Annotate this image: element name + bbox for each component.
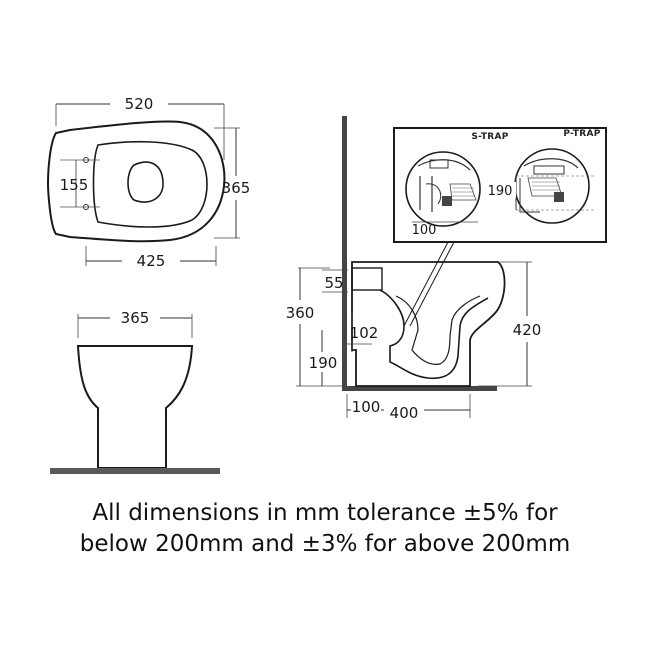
trapway bbox=[379, 289, 489, 380]
top-view-width-label: 520 bbox=[125, 95, 154, 113]
rim-height-label: 360 bbox=[286, 304, 315, 322]
outlet-height-label: 102 bbox=[350, 324, 379, 342]
s-trap-circle bbox=[405, 151, 481, 227]
side-view-body bbox=[351, 261, 506, 387]
p-trap-height-label: 190 bbox=[488, 184, 513, 199]
top-view-inner-width-label: 425 bbox=[137, 252, 166, 270]
wall bbox=[342, 116, 347, 388]
tolerance-note: All dimensions in mm tolerance ±5% for b… bbox=[0, 498, 650, 560]
overall-height-label: 420 bbox=[513, 321, 542, 339]
tolerance-note-line-2: below 200mm and ±3% for above 200mm bbox=[79, 531, 571, 557]
s-trap-height-label: 190 bbox=[309, 354, 338, 372]
inlet-block bbox=[351, 267, 383, 291]
top-view: 520 365 425 155 bbox=[46, 95, 251, 270]
wall-gap-label: 100 bbox=[352, 398, 381, 416]
floor bbox=[342, 386, 497, 391]
front-view-bowl bbox=[76, 345, 194, 469]
s-trap-label: S-TRAP bbox=[471, 132, 508, 142]
trap-detail: S-TRAP P-TRAP 100 190 bbox=[393, 127, 607, 243]
top-view-bowl-outline bbox=[46, 120, 226, 243]
s-trap-offset-label: 100 bbox=[412, 223, 437, 238]
inlet-offset-label: 55 bbox=[324, 274, 343, 292]
trapway-inner bbox=[395, 295, 481, 365]
projection-label: 400 bbox=[390, 404, 419, 422]
tolerance-note-line-1: All dimensions in mm tolerance ±5% for bbox=[92, 500, 558, 526]
top-view-bowl-opening bbox=[127, 161, 164, 203]
front-view-floor bbox=[50, 468, 220, 474]
seat-hole-spacing-label: 155 bbox=[60, 176, 89, 194]
top-view-depth-label: 365 bbox=[222, 179, 251, 197]
p-trap-label: P-TRAP bbox=[563, 129, 600, 139]
top-view-seat-outline bbox=[92, 140, 208, 228]
front-view: 365 bbox=[50, 309, 220, 474]
side-view: 55 360 102 190 420 100 400 bbox=[286, 116, 542, 422]
front-view-width-label: 365 bbox=[121, 309, 150, 327]
